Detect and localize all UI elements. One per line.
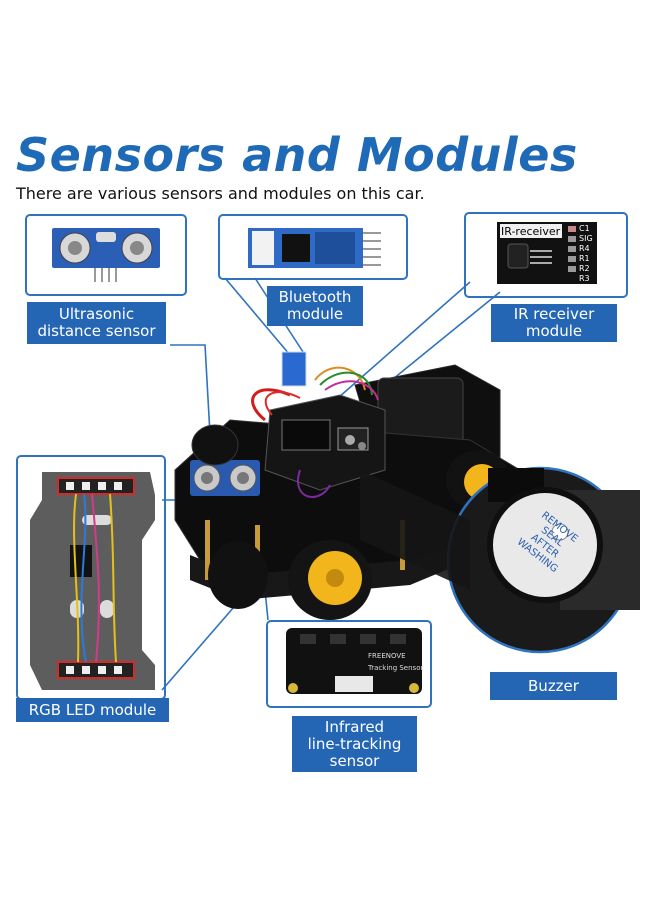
ir-pin-label: ON xyxy=(579,284,592,293)
ir-board-pins: C1 SIG R4 R1 R2 R3 ON xyxy=(579,224,593,294)
bluetooth-label: Bluetooth module xyxy=(267,286,363,326)
ir-pin-label: C1 xyxy=(579,224,590,233)
ultrasonic-module-picture xyxy=(52,228,160,282)
tracking-board-brand: FREENOVE xyxy=(368,652,406,660)
tracking-sensor-picture-frame xyxy=(266,620,432,708)
ultrasonic-picture-frame xyxy=(25,214,187,296)
bluetooth-picture-frame xyxy=(218,214,408,280)
tracking-sensor-picture xyxy=(286,628,422,694)
ir-board-name: IR-receiver xyxy=(501,225,561,238)
page-title: Sensors and Modules xyxy=(16,128,578,182)
ir-pin-label: R4 xyxy=(579,244,590,253)
buzzer-label: Buzzer xyxy=(490,672,617,700)
ir-receiver-module-picture xyxy=(497,222,597,284)
ultrasonic-label: Ultrasonic distance sensor xyxy=(27,302,166,344)
ir-pin-label: R2 xyxy=(579,264,590,273)
ir-receiver-label: IR receiver module xyxy=(491,304,617,342)
tracking-board-name: Tracking Sensor xyxy=(368,664,424,672)
rgb-led-picture-frame xyxy=(16,455,166,700)
ir-pin-label: R3 xyxy=(579,274,590,283)
ir-receiver-picture-frame xyxy=(464,212,628,298)
rgb-led-label: RGB LED module xyxy=(16,698,169,722)
rgb-led-chassis-picture xyxy=(30,472,155,690)
bluetooth-module-picture xyxy=(248,228,381,268)
buzzer-magnifier-picture xyxy=(360,466,640,654)
page-subtitle: There are various sensors and modules on… xyxy=(16,184,425,203)
ir-pin-label: R1 xyxy=(579,254,590,263)
ir-pin-label: SIG xyxy=(579,234,593,243)
infrared-label: Infrared line-tracking sensor xyxy=(292,716,417,772)
